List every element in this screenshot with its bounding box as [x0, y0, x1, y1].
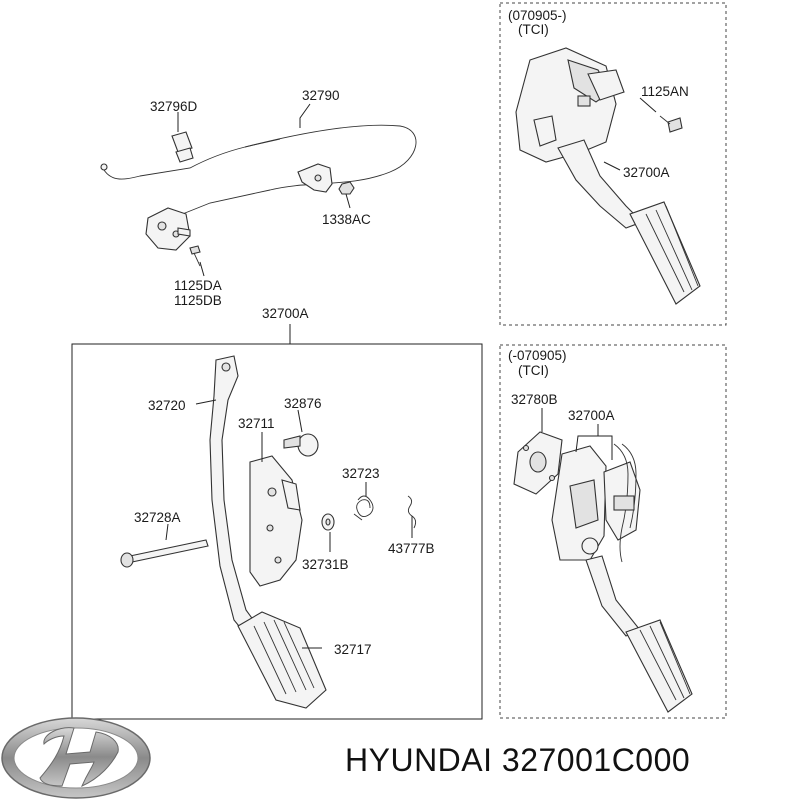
label-32790: 32790: [302, 88, 340, 103]
label-1125DB: 1125DB: [174, 293, 222, 308]
label-1125DA: 1125DA: [174, 278, 222, 293]
brand-part-number: HYUNDAI 327001C000: [345, 742, 690, 778]
pedal-bracket: [145, 207, 191, 251]
label-32723: 32723: [342, 466, 380, 481]
bolt-1125DA: [189, 245, 201, 267]
cable-assembly-group: [100, 103, 417, 277]
pedal-assembly-new: [515, 47, 701, 305]
label-32731B: 32731B: [302, 557, 349, 572]
nut-1338AC: [338, 181, 355, 195]
throttle-cable: [103, 124, 417, 216]
pedal-pad-32717: [237, 611, 327, 709]
clip-43777B: [407, 495, 417, 529]
label-32720: 32720: [148, 398, 186, 413]
label-32796D: 32796D: [150, 99, 198, 114]
label-32700A-new: 32700A: [623, 165, 670, 180]
washer-32731B: [321, 513, 335, 531]
variant-frame-new: [499, 2, 727, 326]
label-date-new: (070905-): [508, 8, 567, 23]
label-32717: 32717: [334, 642, 372, 657]
pedal-assembly-frame: [71, 343, 483, 720]
cable-bracket: [297, 163, 333, 193]
pedal-bracket-32711: [249, 455, 303, 587]
cable-clip-32796D: [171, 131, 194, 163]
label-32728A: 32728A: [134, 510, 181, 525]
label-date-old: (-070905): [508, 348, 567, 363]
label-1338AC: 1338AC: [322, 212, 371, 227]
label-tci-old: (TCI): [518, 363, 549, 378]
pedal-assembly-main: [120, 355, 417, 709]
pin-32728A: [120, 539, 209, 568]
label-1125AN: 1125AN: [641, 84, 689, 99]
label-tci-new: (TCI): [518, 22, 549, 37]
stopper-32876: [283, 433, 319, 457]
pedal-assembly-old: [513, 408, 693, 713]
label-32780B: 32780B: [511, 392, 558, 407]
label-32700A-old: 32700A: [568, 408, 615, 423]
spring-32723: [353, 495, 374, 521]
label-32700A-main: 32700A: [262, 306, 309, 321]
hyundai-logo-icon: [1, 717, 151, 799]
label-32711: 32711: [238, 416, 275, 431]
label-43777B: 43777B: [388, 541, 435, 556]
label-32876: 32876: [284, 396, 322, 411]
